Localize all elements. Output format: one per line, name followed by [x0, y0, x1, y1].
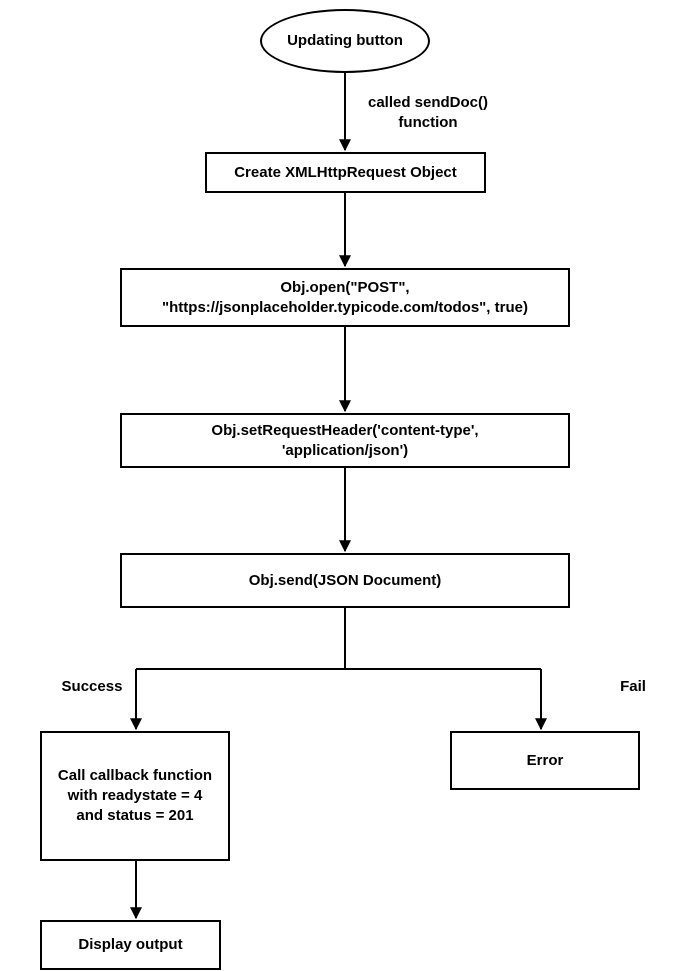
node-start-label: Updating button: [287, 32, 403, 50]
node-call-callback[interactable]: Call callback function with readystate =…: [40, 731, 230, 861]
node-display-output-label: Display output: [78, 936, 183, 954]
edge-label-fail: Fail: [620, 678, 646, 695]
node-call-callback-label: Call callback function with readystate =…: [57, 767, 213, 824]
node-obj-open-label: Obj.open("POST", "https://jsonplaceholde…: [162, 278, 528, 316]
node-set-request-header[interactable]: Obj.setRequestHeader('content-type', 'ap…: [120, 413, 570, 468]
node-display-output[interactable]: Display output: [40, 920, 221, 970]
edge-label-called-send-doc: called sendDoc() function: [367, 94, 489, 131]
node-set-request-header-label: Obj.setRequestHeader('content-type', 'ap…: [211, 421, 479, 459]
node-create-object-label: Create XMLHttpRequest Object: [234, 163, 457, 181]
node-error[interactable]: Error: [450, 731, 640, 790]
node-create-object[interactable]: Create XMLHttpRequest Object: [205, 152, 486, 193]
node-error-label: Error: [526, 751, 564, 769]
node-obj-open[interactable]: Obj.open("POST", "https://jsonplaceholde…: [120, 268, 570, 327]
node-start[interactable]: Updating button: [260, 9, 430, 73]
node-obj-send-label: Obj.send(JSON Document): [248, 571, 442, 589]
node-obj-send[interactable]: Obj.send(JSON Document): [120, 553, 570, 608]
edge-label-success: Success: [61, 678, 123, 695]
